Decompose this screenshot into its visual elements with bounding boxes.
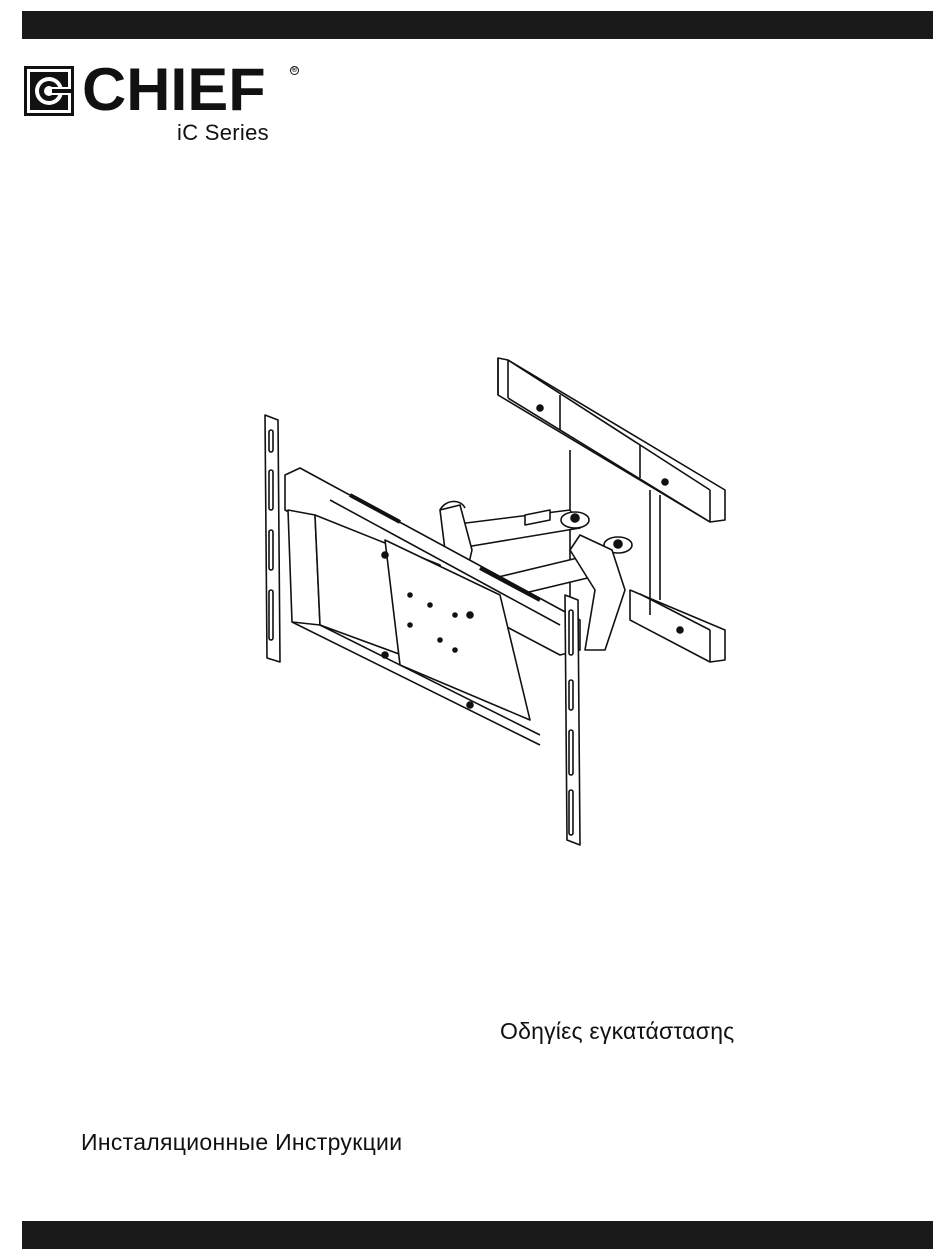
bottom-decorative-bar (22, 1221, 933, 1249)
registered-mark: ® (290, 66, 299, 75)
installation-instructions-greek: Οδηγίες εγκατάστασης (500, 1018, 734, 1045)
series-name: iC Series (177, 120, 269, 146)
top-decorative-bar (22, 11, 933, 39)
wall-mount-bracket-icon (240, 350, 740, 850)
wall-plate-top (498, 358, 725, 522)
installation-instructions-russian: Инсталяционные Инструкции (81, 1129, 402, 1156)
chief-logo-mark-icon (24, 66, 74, 116)
right-tv-bracket (565, 595, 580, 845)
brand-name: CHIEF (82, 60, 266, 120)
chief-logo: CHIEF ® iC Series (24, 66, 304, 146)
adapter-plate (285, 468, 580, 745)
left-tv-bracket (265, 415, 280, 662)
wall-plate-bottom (630, 590, 725, 662)
